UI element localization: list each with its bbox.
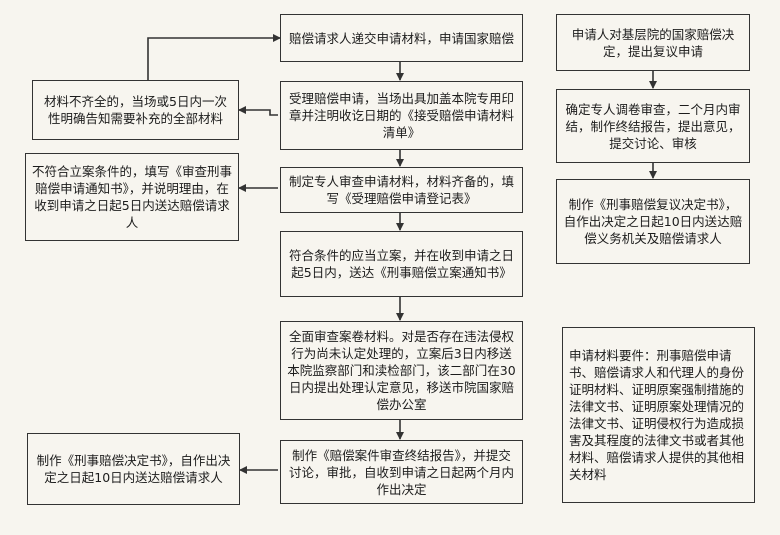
step-review-materials-text: 制定专人审查申请材料，材料齐备的，填写《受理赔偿申请登记表》 bbox=[288, 174, 514, 206]
review-apply: 申请人对基层院的国家赔偿决定，提出复议申请 bbox=[556, 14, 750, 71]
review-examine-text: 确定专人调卷审查，二个月内审结，制作终结报告，提出意见，提交讨论、审核 bbox=[565, 101, 741, 151]
branch-not-qualified: 不符合立案条件的，填写《审查刑事赔偿申请通知书》，并说明理由，在收到申请之日起5… bbox=[25, 153, 239, 241]
step-submit-application: 赔偿请求人递交申请材料，申请国家赔偿 bbox=[280, 14, 523, 62]
branch-compensation-decision: 制作《刑事赔偿决定书》，自作出决定之日起10日内送达赔偿请求人 bbox=[27, 433, 240, 505]
step-full-review-text: 全面审查案卷材料。对是否存在违法侵权行为尚未认定处理的，立案后3日内移送本院监察… bbox=[287, 329, 516, 412]
step-review-materials: 制定专人审查申请材料，材料齐备的，填写《受理赔偿申请登记表》 bbox=[280, 167, 523, 213]
review-decision: 制作《刑事赔偿复议决定书》，自作出决定之日起10日内送达赔偿义务机关及赔偿请求人 bbox=[556, 179, 750, 264]
branch-not-qualified-text: 不符合立案条件的，填写《审查刑事赔偿申请通知书》，并说明理由，在收到申请之日起5… bbox=[32, 164, 233, 230]
step-accept-application-text: 受理赔偿申请，当场出具加盖本院专用印章并注明收讫日期的《接受赔偿申请材料清单》 bbox=[288, 91, 514, 140]
arrow-step2-incomplete bbox=[238, 106, 278, 116]
materials-requirements-note: 申请材料要件：刑事赔偿申请书、赔偿请求人和代理人的身份证明材料、证明原案强制措施… bbox=[562, 327, 755, 503]
branch-compensation-decision-text: 制作《刑事赔偿决定书》，自作出决定之日起10日内送达赔偿请求人 bbox=[36, 453, 231, 485]
step-final-report-text: 制作《赔偿案件审查终结报告》，并提交讨论，审批，自收到申请之日起两个月内作出决定 bbox=[288, 447, 514, 497]
arrow-incomplete-step1 bbox=[147, 34, 281, 80]
step-file-case: 符合条件的应当立案，并在收到申请之日起5日内，送达《刑事赔偿立案通知书》 bbox=[280, 231, 523, 297]
step-full-review: 全面审查案卷材料。对是否存在违法侵权行为尚未认定处理的，立案后3日内移送本院监察… bbox=[280, 321, 523, 420]
review-examine: 确定专人调卷审查，二个月内审结，制作终结报告，提出意见，提交讨论、审核 bbox=[556, 89, 750, 163]
review-apply-text: 申请人对基层院的国家赔偿决定，提出复议申请 bbox=[571, 26, 735, 59]
step-accept-application: 受理赔偿申请，当场出具加盖本院专用印章并注明收讫日期的《接受赔偿申请材料清单》 bbox=[280, 81, 523, 150]
step-submit-application-text: 赔偿请求人递交申请材料，申请国家赔偿 bbox=[288, 30, 514, 46]
step-final-report: 制作《赔偿案件审查终结报告》，并提交讨论，审批，自收到申请之日起两个月内作出决定 bbox=[280, 440, 523, 504]
branch-incomplete-materials: 材料不齐全的，当场或5日内一次性明确告知需要补充的全部材料 bbox=[32, 80, 239, 140]
review-decision-text: 制作《刑事赔偿复议决定书》，自作出决定之日起10日内送达赔偿义务机关及赔偿请求人 bbox=[563, 197, 743, 246]
materials-requirements-text: 申请材料要件：刑事赔偿申请书、赔偿请求人和代理人的身份证明材料、证明原案强制措施… bbox=[569, 348, 745, 482]
branch-incomplete-materials-text: 材料不齐全的，当场或5日内一次性明确告知需要补充的全部材料 bbox=[44, 94, 227, 126]
step-file-case-text: 符合条件的应当立案，并在收到申请之日起5日内，送达《刑事赔偿立案通知书》 bbox=[288, 248, 514, 280]
